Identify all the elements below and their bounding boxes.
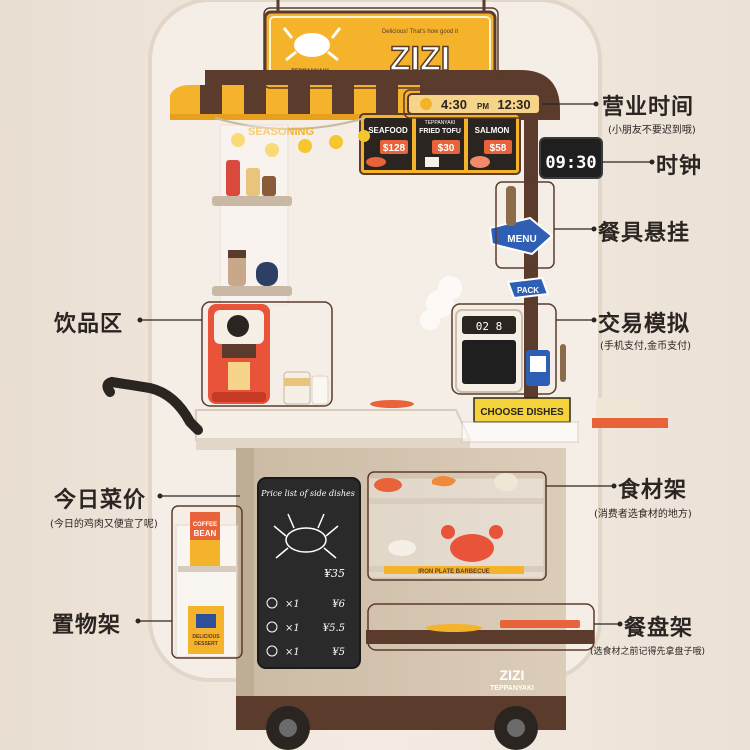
digital-timer: 09:30 <box>539 137 603 179</box>
chalk-row-qty: ×1 <box>285 623 300 634</box>
callout-ingredients-title: 食材架 <box>618 478 688 503</box>
hours-pm: PM <box>477 102 489 111</box>
cart-brand-sub: TEPPANYAKI <box>490 685 534 692</box>
dessert-box-line2: DESSERT <box>194 641 218 647</box>
pack-sign-label: PACK <box>517 286 539 295</box>
menu-sign-label: MENU <box>507 234 536 245</box>
steam <box>420 276 462 330</box>
menu-item-title: SALMON <box>475 126 510 135</box>
chalkboard: Price list of side dishes ¥35 ×1 ¥6 ×1 ¥… <box>257 477 361 669</box>
iron-plate-banner: IRON PLATE BARBECUE <box>418 569 490 575</box>
cart-brand-name: ZIZI <box>500 667 525 683</box>
callout-drinks-title: 饮品区 <box>54 312 124 337</box>
hours-board: 4:30 PM 12:30 <box>407 93 541 115</box>
callout-lines <box>138 103 652 625</box>
tray-rack <box>366 620 594 644</box>
hours-open: 4:30 <box>441 97 467 112</box>
counter-top <box>195 409 472 441</box>
callout-trays-sub: (选食材之前记得先拿盘子哦) <box>590 647 706 657</box>
choose-dishes-board: CHOOSE DISHES <box>461 397 579 443</box>
callout-boxes <box>171 7 595 659</box>
lemon-decorations <box>231 130 370 157</box>
callout-hours-title: 营业时间 <box>602 95 695 120</box>
callout-utensils-title: 餐具悬挂 <box>598 221 691 246</box>
choose-dishes-label: CHOOSE DISHES <box>480 407 564 418</box>
coffee-box-line1: COFFEE <box>193 522 217 528</box>
coffee-box-line2: BEAN <box>194 529 217 538</box>
sign-tagline: Delicious! That's how good it <box>382 29 458 35</box>
callout-menu-sub: (今日的鸡肉又便宜了呢) <box>50 519 158 530</box>
menu-item-price: $128 <box>383 143 406 154</box>
cart-wheel <box>494 706 538 750</box>
menu-item-price: $58 <box>490 143 507 154</box>
chalk-row-price: ¥5 <box>332 647 345 658</box>
chalk-row-price: ¥6 <box>332 599 345 610</box>
menu-tag-label: TEPPANYAKI <box>425 120 456 126</box>
ingredients-rack: IRON PLATE BARBECUE <box>367 473 545 579</box>
callout-trade-sub: (手机支付,金币支付) <box>600 341 691 352</box>
menu-item-title: FRIED TOFU <box>419 128 461 135</box>
chalk-main-price: ¥35 <box>324 567 345 580</box>
storage-rack: COFFEE BEAN DELICIOUS DESSERT <box>175 512 239 658</box>
crab-logo-icon <box>282 27 342 62</box>
callout-trade-title: 交易模拟 <box>598 312 691 337</box>
menu-item-title: SEAFOOD <box>368 126 408 135</box>
chalk-crab-icon <box>273 513 339 559</box>
callout-storage-title: 置物架 <box>52 613 122 638</box>
dessert-box-line1: DELICIOUS <box>192 634 220 640</box>
timer-display: 09:30 <box>545 153 596 173</box>
coffee-machine <box>208 304 270 404</box>
hours-close: 12:30 <box>497 97 530 112</box>
callout-hours-sub: (小朋友不要迟到哦) <box>608 125 696 136</box>
callout-trays-title: 餐盘架 <box>624 616 694 641</box>
callout-menu-title: 今日菜价 <box>54 488 147 513</box>
callout-clock-title: 时钟 <box>656 154 703 179</box>
support-pole <box>524 118 538 414</box>
cash-register: 02 8 <box>455 309 523 393</box>
chalk-row-qty: ×1 <box>285 599 300 610</box>
cart-handle <box>102 376 203 435</box>
chalkboard-title: Price list of side dishes <box>260 489 355 498</box>
chalk-row-qty: ×1 <box>285 647 300 658</box>
chalk-row-price: ¥5.5 <box>323 623 345 634</box>
pack-arrow-sign: PACK <box>506 276 550 300</box>
spice-shelf-tower <box>212 124 292 306</box>
cart-wheel <box>266 706 310 750</box>
menu-item-price: $30 <box>438 143 455 154</box>
seasoning-banner: SEASONING <box>248 126 314 138</box>
register-display: 02 8 <box>476 320 503 333</box>
menu-board: SEAFOOD FRIED TOFU SALMON TEPPANYAKI $12… <box>359 113 521 175</box>
red-crab-icon <box>441 525 503 562</box>
menu-arrow-sign: MENU <box>488 216 554 256</box>
callout-ingredients-sub: (消费者选食材的地方) <box>594 509 692 520</box>
